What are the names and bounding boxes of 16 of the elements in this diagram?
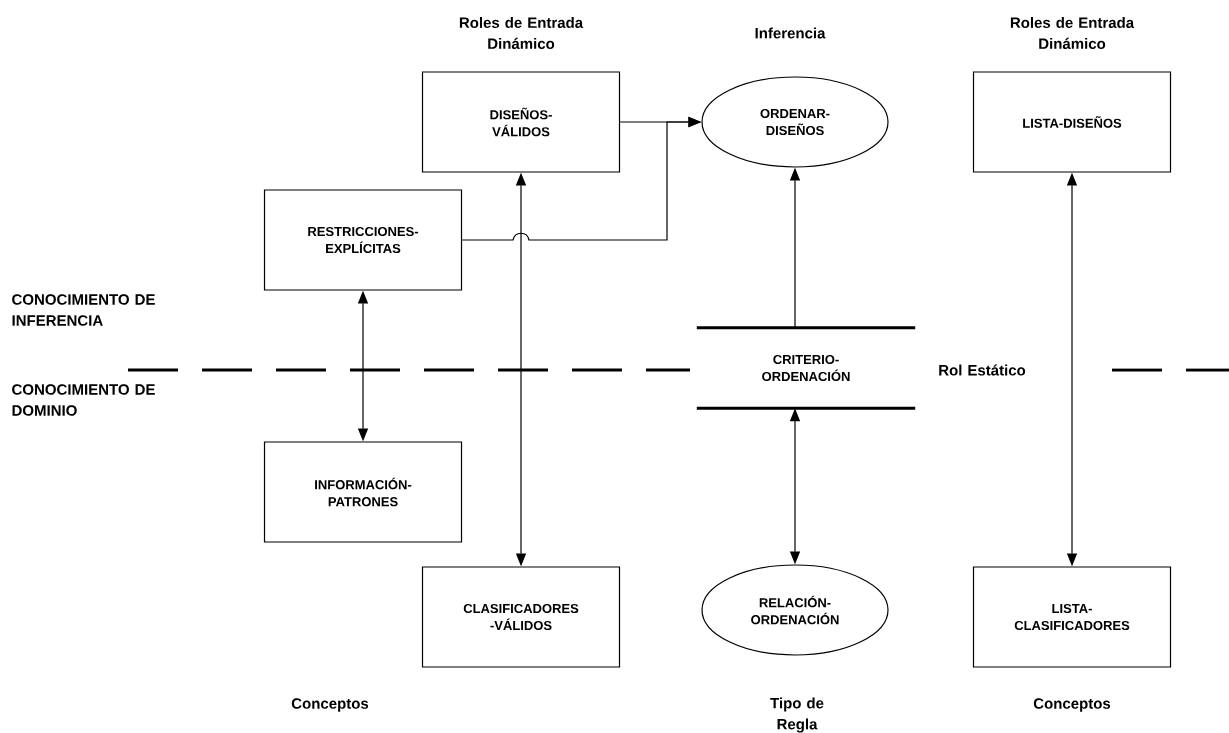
label-text: CONOCIMIENTO DE INFERENCIA bbox=[12, 294, 155, 326]
process-box: RESTRICCIONES- EXPLÍCITAS bbox=[263, 189, 463, 291]
label-text: Conceptos bbox=[1033, 698, 1111, 712]
process-box: LISTA-DISEÑOS bbox=[972, 71, 1172, 173]
process-box: CLASIFICADORES -VÁLIDOS bbox=[421, 566, 621, 668]
data-store: CRITERIO- ORDENACIÓN bbox=[695, 326, 917, 410]
label-text: Tipo de Regla bbox=[770, 697, 824, 733]
label-text: Inferencia bbox=[755, 27, 826, 39]
label-text: Rol Estático bbox=[939, 364, 1026, 376]
process-box: LISTA- CLASIFICADORES bbox=[972, 566, 1172, 668]
label-text: Conceptos bbox=[291, 698, 369, 712]
label-text: CONOCIMIENTO DE DOMINIO bbox=[12, 384, 155, 416]
process-box: INFORMACIÓN- PATRONES bbox=[263, 441, 463, 543]
process-box: DISEÑOS- VÁLIDOS bbox=[421, 71, 621, 173]
label-text: Roles de Entrada Dinámico bbox=[459, 17, 584, 49]
label-text: Roles de Entrada Dinámico bbox=[1010, 17, 1135, 49]
